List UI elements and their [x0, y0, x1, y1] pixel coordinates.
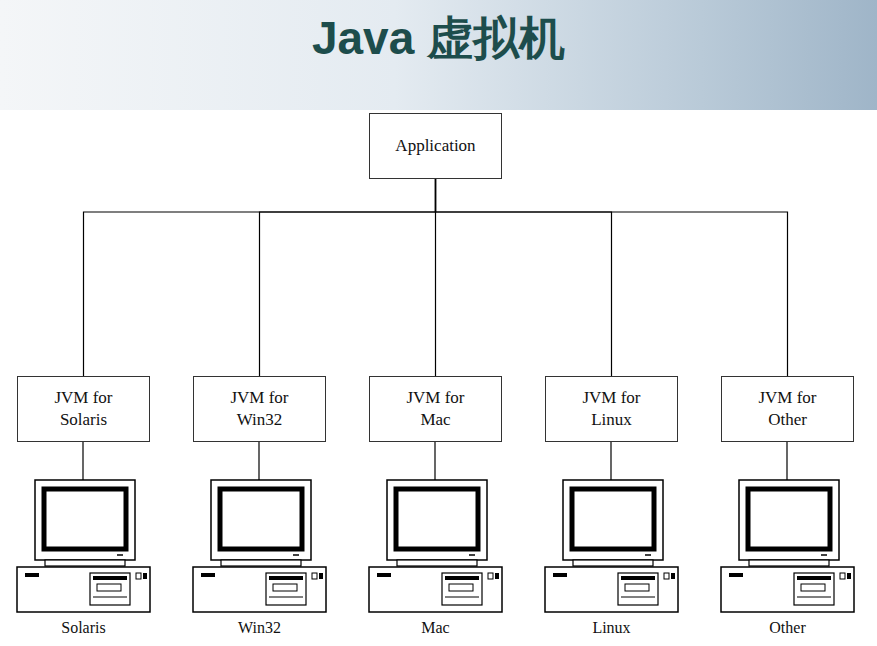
box-label: Application: [395, 135, 475, 157]
box-label: JVM for Mac: [393, 387, 479, 431]
tree-connector: [84, 179, 436, 376]
jvm-box: JVM for Linux: [545, 376, 678, 442]
tree-connector: [260, 179, 436, 376]
box-label: JVM for Other: [745, 387, 831, 431]
jvm-box: JVM for Other: [721, 376, 854, 442]
box-label: JVM for Linux: [569, 387, 655, 431]
platform-label: Solaris: [17, 619, 150, 637]
platform-label: Other: [721, 619, 854, 637]
application-box: Application: [369, 113, 502, 179]
platform-label: Win32: [193, 619, 326, 637]
slide-title: Java 虚拟机: [0, 8, 877, 70]
tree-connector: [436, 179, 612, 376]
tree-connector: [436, 179, 788, 376]
jvm-box: JVM for Solaris: [17, 376, 150, 442]
jvm-box: JVM for Mac: [369, 376, 502, 442]
platform-label: Linux: [545, 619, 678, 637]
jvm-box: JVM for Win32: [193, 376, 326, 442]
box-label: JVM for Solaris: [41, 387, 127, 431]
platform-label: Mac: [369, 619, 502, 637]
box-label: JVM for Win32: [217, 387, 303, 431]
